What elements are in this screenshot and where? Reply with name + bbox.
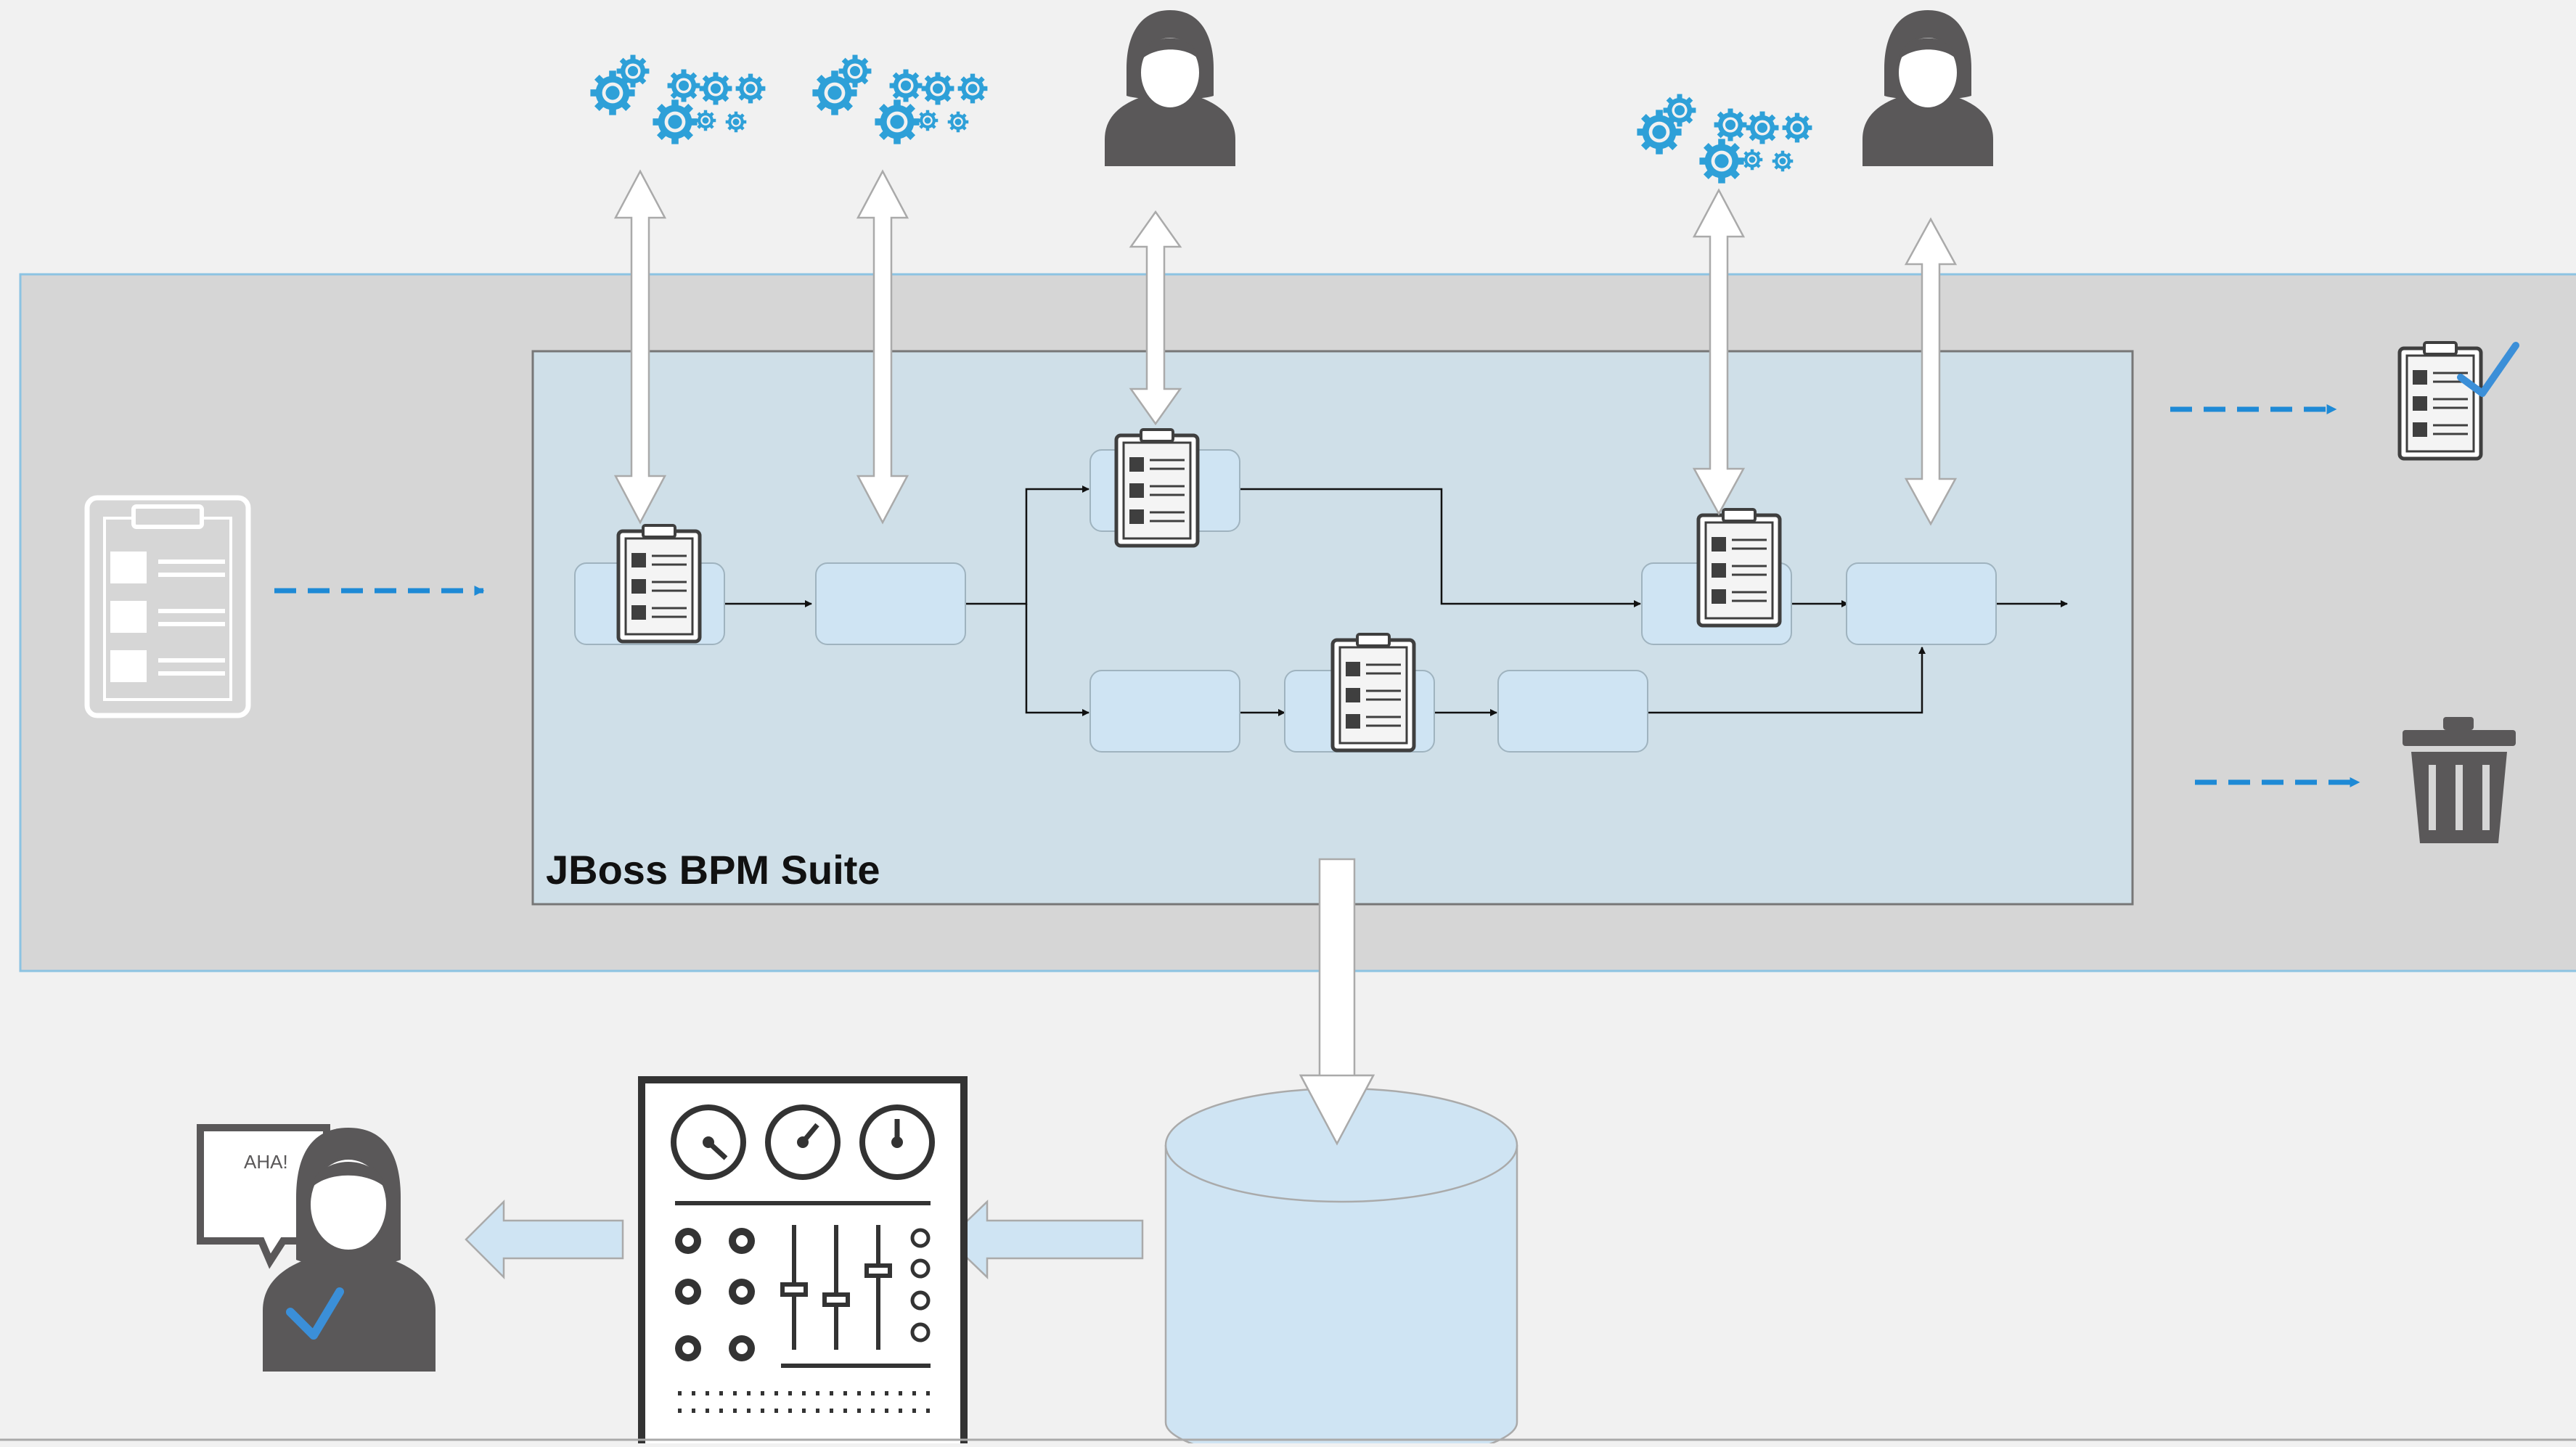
flow-connectors (724, 485, 2068, 716)
gears-icon (590, 55, 765, 144)
gears-icon (1637, 94, 1812, 184)
integration-arrows (613, 169, 1958, 526)
clipboard-icon (1333, 634, 1414, 750)
double-arrow-5 (1904, 217, 1958, 526)
clipboard-check-icon (2400, 342, 2519, 459)
bpm-suite-label: JBoss BPM Suite (546, 847, 880, 893)
checkmark-icon (286, 1287, 344, 1340)
trash-icon (2403, 717, 2516, 843)
task-box-4 (1089, 670, 1240, 753)
database-icon (1164, 1087, 1518, 1447)
gears-icon (812, 55, 987, 144)
task-box-8 (1846, 562, 1997, 645)
dashboard-panel-icon (638, 1076, 968, 1447)
analyst-person-icon (263, 1128, 436, 1372)
input-document-icon (84, 495, 251, 718)
speech-bubble-text: AHA! (244, 1151, 288, 1173)
double-arrow-4 (1692, 188, 1746, 516)
double-arrow-1 (613, 169, 667, 525)
person-icon (1103, 9, 1237, 168)
down-arrow-tip (1299, 1074, 1375, 1146)
double-arrow-2 (856, 169, 909, 525)
clipboard-icon (618, 525, 700, 641)
double-arrow-3 (1129, 210, 1182, 426)
checkmark-icon (2457, 342, 2519, 397)
left-arrow-dashboard-to-analyst (465, 1199, 624, 1280)
clipboard-icon (1698, 509, 1780, 626)
task-box-2 (815, 562, 966, 645)
task-box-6 (1497, 670, 1648, 753)
person-icon (1861, 9, 1995, 168)
left-arrow-database-to-dashboard (946, 1200, 1144, 1279)
clipboard-icon (1116, 430, 1198, 546)
